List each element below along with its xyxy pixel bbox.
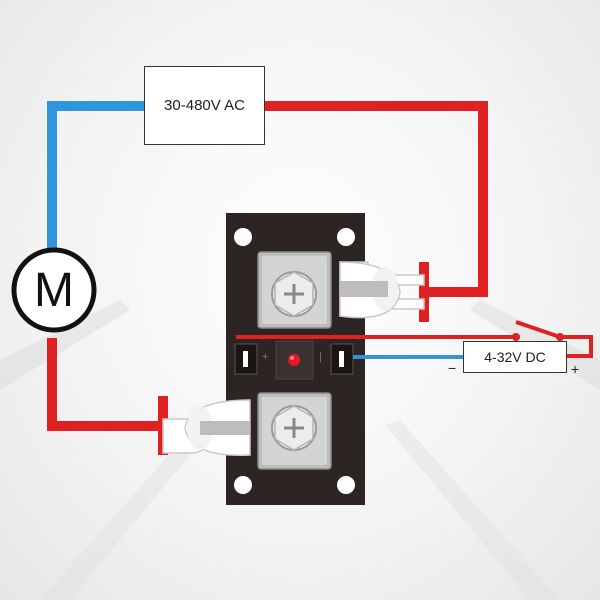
dc-source-label: 4-32V DC bbox=[463, 341, 567, 373]
dc-plus-sign: + bbox=[571, 361, 580, 377]
relay-terminal-minus-label: | bbox=[319, 351, 322, 363]
ac-source-label: 30-480V AC bbox=[144, 66, 265, 145]
neutral-wire bbox=[47, 101, 145, 258]
live-wire-motor-to-relay bbox=[47, 338, 163, 431]
mounting-hole bbox=[337, 228, 355, 246]
mounting-hole bbox=[337, 476, 355, 494]
indicator-led bbox=[288, 354, 300, 366]
motor-symbol bbox=[11, 247, 97, 333]
control-switch bbox=[515, 320, 561, 339]
ring-lug-bottom bbox=[162, 399, 251, 457]
dc-minus-sign: − bbox=[448, 360, 457, 376]
mounting-hole bbox=[234, 476, 252, 494]
solid-state-relay bbox=[226, 213, 365, 505]
live-wire-ac-to-relay bbox=[264, 101, 488, 297]
ring-lug-top bbox=[339, 261, 425, 319]
motor-letter: M bbox=[34, 263, 74, 317]
mounting-hole bbox=[234, 228, 252, 246]
relay-terminal-plus-label: + bbox=[262, 351, 269, 363]
